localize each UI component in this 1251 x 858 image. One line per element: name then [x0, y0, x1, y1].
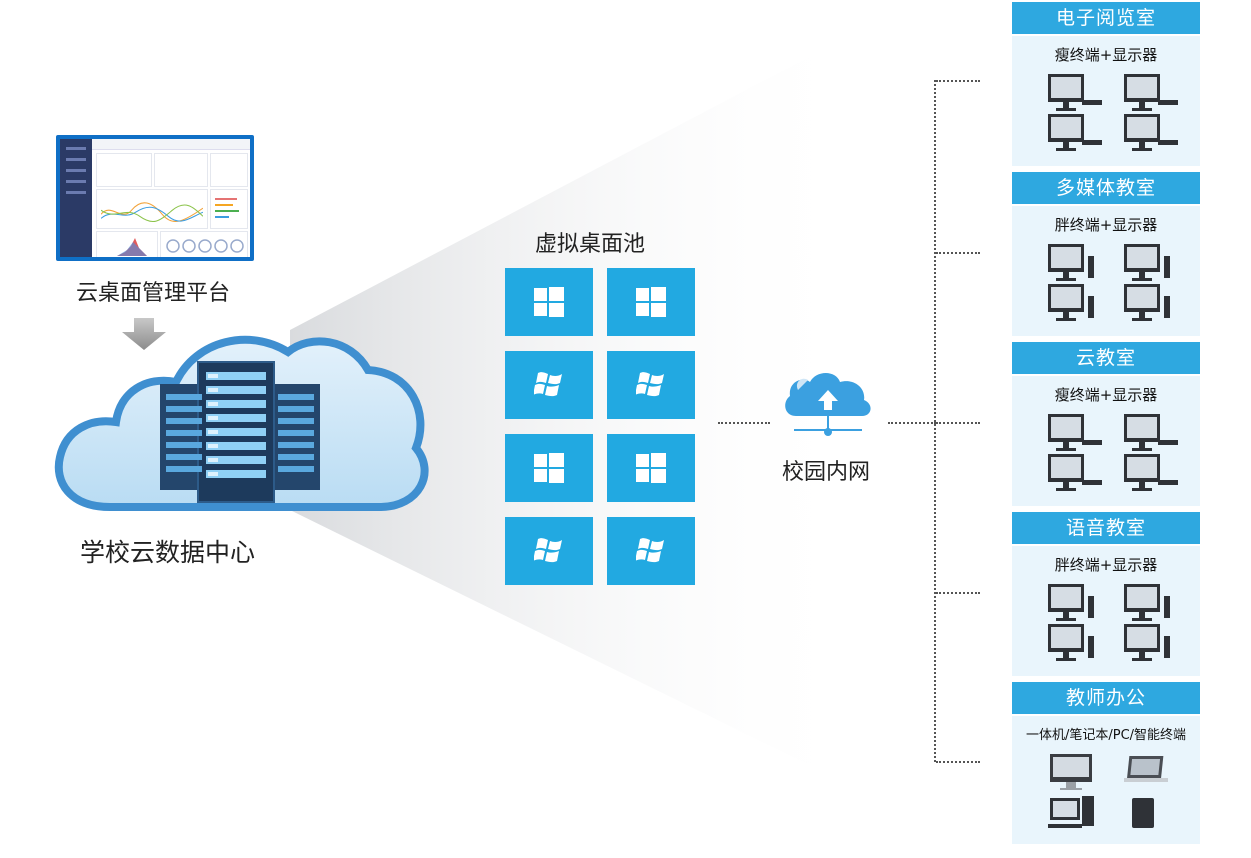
desktop-tile: [607, 268, 695, 336]
windows7-icon: [636, 372, 664, 397]
windows10-icon: [636, 453, 666, 483]
fat-terminal-set-icon: [1048, 244, 1170, 321]
server-rack-icon: [160, 361, 320, 503]
room-device-label: 胖终端+显示器: [1054, 216, 1158, 234]
fat-terminal-set-icon: [1048, 584, 1170, 661]
desktop-tile: [607, 351, 695, 419]
datacenter-label: 学校云数据中心: [80, 538, 256, 567]
room-panel: 瘦终端+显示器: [1012, 376, 1200, 506]
windows10-icon: [636, 287, 666, 317]
pool-label: 虚拟桌面池: [535, 232, 646, 257]
management-screen: [56, 135, 254, 261]
room-panel: 胖终端+显示器: [1012, 206, 1200, 336]
mgmt-topbar: [92, 139, 250, 150]
room-device-label: 一体机/笔记本/PC/智能终端: [1025, 728, 1187, 743]
desktop-tile: [505, 268, 593, 336]
desktop-tile: [505, 517, 593, 585]
room-title: 电子阅览室: [1012, 2, 1200, 34]
thin-terminal-set-icon: [1048, 74, 1178, 151]
room-title: 语音教室: [1012, 512, 1200, 544]
down-arrow-icon: [122, 318, 166, 350]
room-title: 教师办公: [1012, 682, 1200, 714]
windows7-icon: [534, 372, 562, 397]
room-device-label: 瘦终端+显示器: [1054, 386, 1158, 404]
cloud-upload-network-icon: [785, 373, 871, 436]
desktop-tile: [505, 351, 593, 419]
room-device-label: 胖终端+显示器: [1054, 556, 1158, 574]
room-title: 多媒体教室: [1012, 172, 1200, 204]
room-panel: 胖终端+显示器: [1012, 546, 1200, 676]
thin-terminal-set-icon: [1048, 414, 1178, 491]
network-trunk-link: [888, 422, 936, 424]
room-device-label: 瘦终端+显示器: [1054, 46, 1158, 64]
desktop-tile: [505, 434, 593, 502]
room-panel: 瘦终端+显示器: [1012, 36, 1200, 166]
cloud-datacenter-icon: [54, 335, 429, 511]
pool-network-link: [718, 422, 770, 424]
network-label: 校园内网: [782, 460, 871, 485]
room-panel: 一体机/笔记本/PC/智能终端: [1012, 716, 1200, 844]
office-devices-icon: [1048, 754, 1168, 828]
windows7-icon: [636, 538, 664, 563]
windows10-icon: [534, 453, 564, 483]
windows7-icon: [534, 538, 562, 563]
room-bus-line: [934, 80, 936, 762]
management-label: 云桌面管理平台: [76, 281, 231, 306]
mgmt-sidebar: [60, 139, 92, 257]
desktop-tile: [607, 434, 695, 502]
desktop-tile: [607, 517, 695, 585]
windows10-icon: [534, 287, 564, 317]
room-title: 云教室: [1012, 342, 1200, 374]
